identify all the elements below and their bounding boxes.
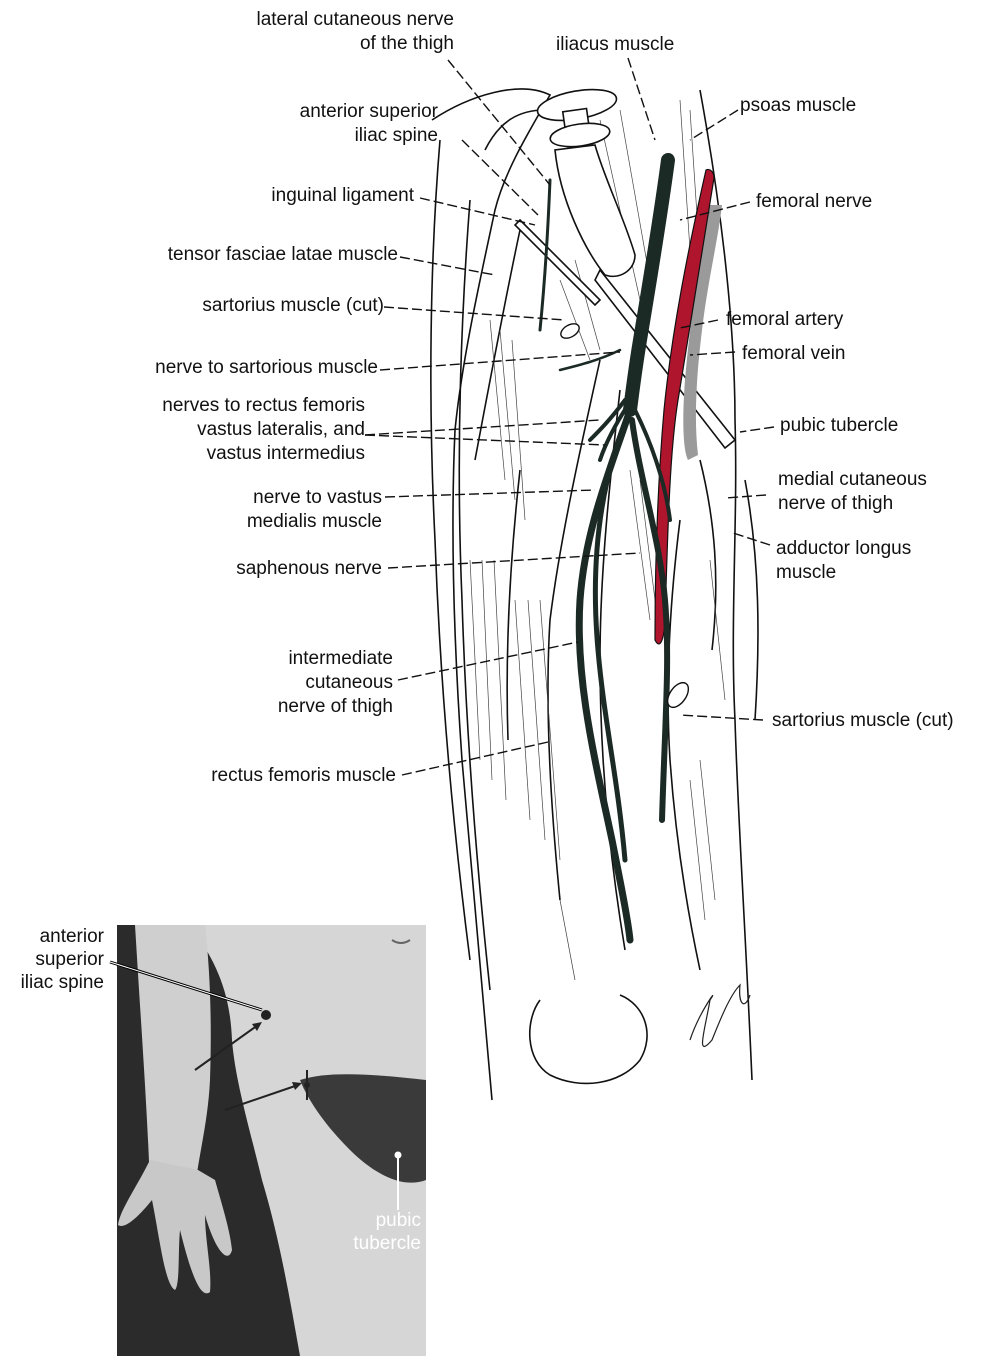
label-nerve-to-vastus-medialis: nerve to vastus medialis muscle [247,486,382,534]
label-rectus-femoris: rectus femoris muscle [211,764,396,788]
label-intermediate-cutaneous: intermediate cutaneous nerve of thigh [278,647,393,719]
label-medial-cutaneous: medial cutaneous nerve of thigh [778,468,927,516]
photo-label-asis: anterior superior iliac spine [21,925,104,994]
label-adductor-longus: adductor longus muscle [776,537,911,585]
inset-photo [110,925,426,1356]
artist-signature [690,985,750,1046]
label-asis: anterior superior iliac spine [300,100,438,148]
label-nerve-to-sartorius: nerve to sartorious muscle [155,356,378,380]
label-nerves-to-rectus: nerves to rectus femoris vastus laterali… [162,394,365,466]
label-saphenous-nerve: saphenous nerve [236,557,382,581]
label-psoas-muscle: psoas muscle [740,94,856,118]
label-pubic-tubercle: pubic tubercle [780,414,898,438]
label-lateral-cutaneous-nerve: lateral cutaneous nerve of the thigh [256,8,454,56]
label-femoral-vein: femoral vein [742,342,846,366]
label-femoral-nerve: femoral nerve [756,190,872,214]
label-femoral-artery: femoral artery [726,308,843,332]
label-inguinal-ligament: inguinal ligament [271,184,414,208]
photo-label-pubic-tubercle: pubic tubercle [353,1209,421,1255]
label-tensor-fasciae-latae: tensor fasciae latae muscle [168,243,398,267]
label-iliacus-muscle: iliacus muscle [556,33,674,57]
label-sartorius-top: sartorius muscle (cut) [202,294,384,318]
label-sartorius-bottom: sartorius muscle (cut) [772,709,954,733]
